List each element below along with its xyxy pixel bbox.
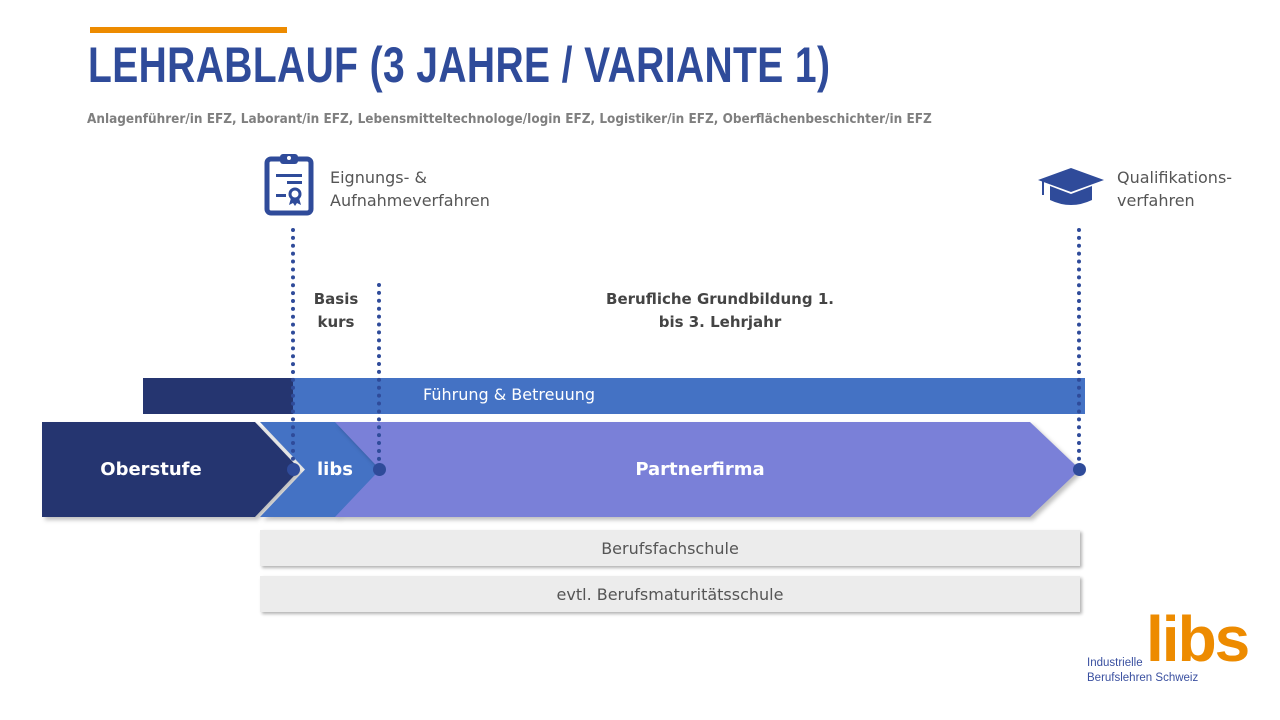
basiskurs-dot bbox=[373, 463, 386, 476]
basis-kurs-line2: kurs bbox=[317, 313, 355, 331]
graduation-cap-icon bbox=[1038, 168, 1104, 205]
logo-line1: Industrielle bbox=[1087, 657, 1143, 669]
logo-line2: Berufslehren Schweiz bbox=[1087, 672, 1199, 684]
end-dot bbox=[1073, 463, 1086, 476]
fuehrung-label: Führung & Betreuung bbox=[423, 385, 596, 404]
title-accent-bar bbox=[90, 27, 287, 33]
start-dot bbox=[287, 463, 300, 476]
fuehrung-bar bbox=[293, 378, 1085, 414]
oberstufe-arrow: Oberstufe bbox=[42, 422, 300, 517]
certificate-clipboard-icon bbox=[264, 154, 314, 216]
end-milestone-line2: verfahren bbox=[1117, 191, 1195, 210]
start-milestone-line bbox=[291, 228, 295, 469]
end-milestone-line1: Qualifikations- bbox=[1117, 168, 1233, 187]
oberstufe-label: Oberstufe bbox=[100, 459, 202, 480]
end-milestone-line bbox=[1077, 228, 1081, 469]
start-milestone-line2: Aufnahmeverfahren bbox=[330, 191, 490, 210]
libs-logo-text: Industrielle Berufslehren Schweiz bbox=[1087, 656, 1198, 686]
berufsfachschule-bar: Berufsfachschule bbox=[260, 530, 1080, 566]
basiskurs-end-line bbox=[377, 283, 381, 469]
berufsmaturitaetsschule-bar: evtl. Berufsmaturitätsschule bbox=[260, 576, 1080, 612]
grundbildung-line1: Berufliche Grundbildung 1. bbox=[606, 290, 834, 308]
libs-label: libs bbox=[317, 459, 353, 480]
basis-kurs-line1: Basis bbox=[313, 290, 359, 308]
fuehrung-bar-dark bbox=[143, 378, 293, 414]
start-milestone-line1: Eignungs- & bbox=[330, 168, 427, 187]
partnerfirma-label: Partnerfirma bbox=[635, 459, 765, 480]
libs-logo-word: libs bbox=[1146, 603, 1250, 675]
page-title: LEHRABLAUF (3 JAHRE / VARIANTE 1) bbox=[88, 37, 831, 93]
page-subtitle: Anlagenführer/in EFZ, Laborant/in EFZ, L… bbox=[87, 112, 932, 127]
grundbildung-line2: bis 3. Lehrjahr bbox=[658, 313, 782, 331]
partnerfirma-arrow: Partnerfirma bbox=[335, 422, 1080, 517]
